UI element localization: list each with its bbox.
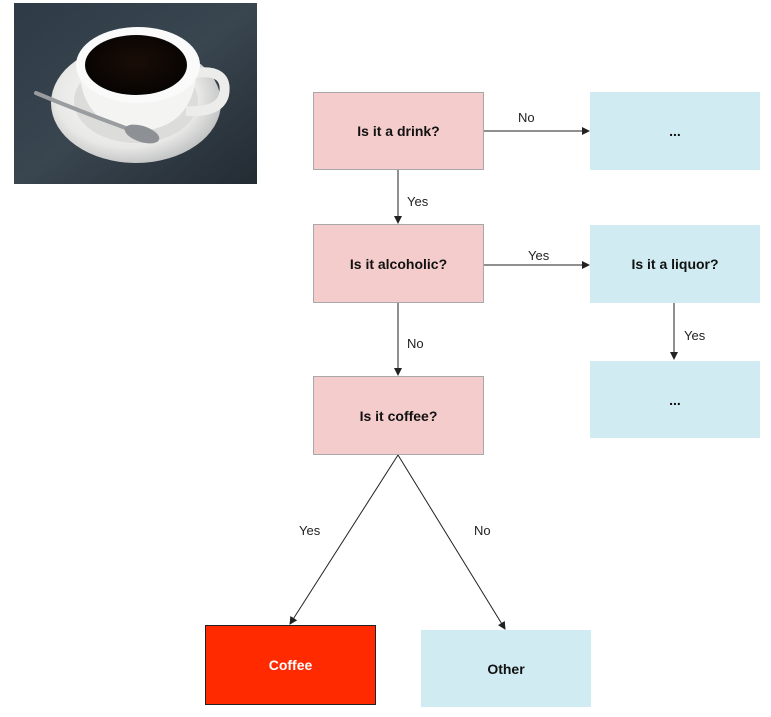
node-is-it-alcoholic: Is it alcoholic?	[313, 224, 484, 303]
node-not-drink-ellipsis: ...	[590, 92, 760, 170]
edge-label-liquor-yes: Yes	[684, 328, 706, 343]
node-is-it-a-liquor: Is it a liquor?	[590, 225, 760, 303]
edge-coffee-yes	[289, 454, 399, 625]
node-is-it-coffee: Is it coffee?	[313, 376, 484, 455]
edge-coffee-no	[397, 454, 506, 630]
edge-label-alcoholic-yes: Yes	[528, 248, 550, 263]
node-coffee-result: Coffee	[205, 625, 376, 705]
edge-label-coffee-no: No	[474, 523, 491, 538]
node-other: Other	[421, 630, 591, 707]
node-is-it-a-drink: Is it a drink?	[313, 92, 484, 170]
edge-label-drink-no: No	[518, 110, 535, 125]
edge-label-drink-yes: Yes	[407, 194, 429, 209]
coffee-cup-photo	[14, 3, 257, 184]
edge-label-alcoholic-no: No	[407, 336, 424, 351]
edge-label-coffee-yes: Yes	[299, 523, 321, 538]
node-liquor-yes-ellipsis: ...	[590, 361, 760, 438]
